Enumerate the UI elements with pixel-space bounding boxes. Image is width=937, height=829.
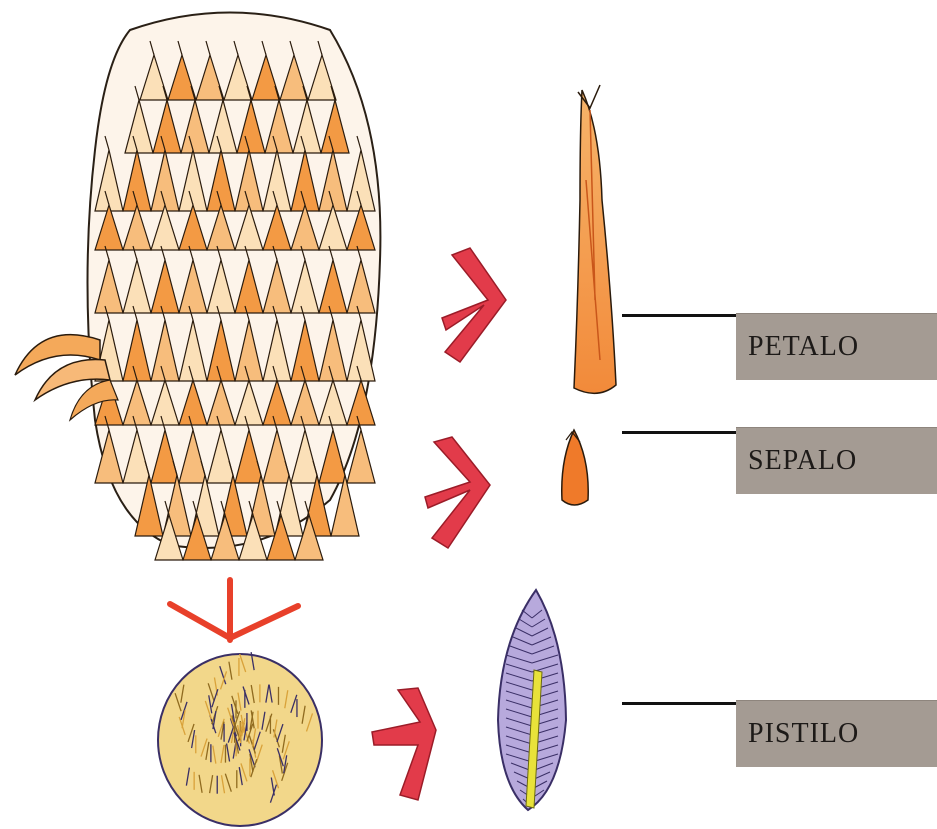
petal-label-text: PETALO: [748, 331, 859, 363]
ovary-head-illustration: [158, 652, 322, 826]
petal-label: PETALO: [736, 313, 937, 380]
flower-head-illustration: [15, 13, 380, 561]
arrow-down-to-head: [170, 580, 298, 640]
sepal-label: SEPALO: [736, 427, 937, 494]
arrow-to-petal: [442, 248, 506, 362]
pistil-leader-line: [622, 702, 736, 705]
petal-illustration: [574, 85, 616, 393]
sepal-illustration: [562, 430, 588, 505]
sepal-leader-line: [622, 431, 736, 434]
sepal-label-text: SEPALO: [748, 445, 857, 477]
arrow-to-sepal: [425, 437, 490, 548]
petal-leader-line: [622, 314, 736, 317]
pistil-label: PISTILO: [736, 700, 937, 767]
pistil-illustration: [498, 590, 566, 810]
pistil-label-text: PISTILO: [748, 718, 859, 750]
arrow-to-pistil: [372, 688, 436, 800]
